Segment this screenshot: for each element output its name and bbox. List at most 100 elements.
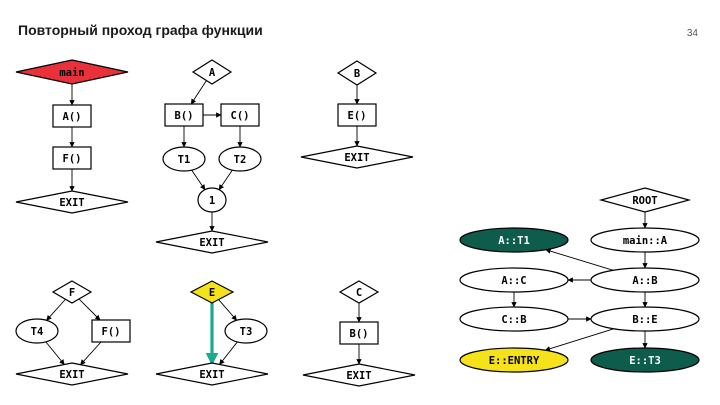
slide-number: 34 (686, 28, 698, 39)
node-a_T1: T1 (162, 146, 206, 172)
node-label: A (209, 67, 216, 79)
node-shape-ellipse (590, 267, 700, 293)
node-shape-ellipse (590, 306, 700, 332)
node-label: E (209, 287, 215, 299)
node-shape-diamond (300, 145, 414, 169)
node-label: 1 (209, 195, 215, 207)
node-a_B: B() (164, 103, 204, 127)
node-label: EXIT (199, 369, 224, 381)
node-label: EXIT (59, 197, 84, 209)
node-shape-ellipse (224, 318, 268, 344)
node-shape-circle (197, 187, 227, 213)
node-f_F2: F() (91, 319, 131, 343)
node-f_exit: EXIT (15, 362, 129, 386)
node-c_B: B() (339, 321, 379, 345)
node-label: F() (102, 326, 121, 338)
edge-e_E-to-e_T3 (218, 299, 237, 321)
node-f_F: F (51, 280, 93, 304)
node-shape-rect (91, 319, 131, 343)
node-shape-ellipse (162, 146, 206, 172)
node-label: EXIT (346, 370, 371, 382)
node-label: T4 (31, 326, 44, 338)
node-label: B::E (632, 314, 657, 326)
node-a_C: C() (220, 103, 260, 127)
edge-f_F2-to-f_exit (80, 341, 102, 366)
node-shape-rect (220, 103, 260, 127)
node-e_T3: T3 (224, 318, 268, 344)
edge-a_A-to-a_B (190, 80, 207, 105)
node-label: B (354, 68, 360, 80)
node-b_B: B (336, 60, 378, 86)
node-t_AC: A::C (459, 267, 569, 293)
node-shape-diamond (189, 280, 235, 304)
edge-f_F-to-f_T4 (46, 298, 66, 321)
node-m_A: A() (52, 104, 92, 128)
node-label: C (356, 287, 362, 299)
node-shape-rect (52, 104, 92, 128)
edge-t_AB-to-t_AT1 (545, 248, 614, 271)
edge-a_T2-to-a_1 (218, 169, 233, 191)
node-c_exit: EXIT (302, 363, 416, 387)
node-shape-diamond (15, 190, 129, 214)
node-label: T1 (178, 154, 191, 166)
node-b_E: E() (337, 103, 377, 127)
node-label: A::B (632, 275, 657, 287)
node-t_CB: C::B (459, 306, 569, 332)
node-shape-diamond (598, 187, 692, 213)
node-shape-ellipse (459, 347, 569, 373)
node-label: A() (63, 111, 82, 123)
node-shape-diamond (51, 280, 93, 304)
node-t_ET3: E::T3 (590, 347, 700, 373)
node-label: EXIT (199, 237, 224, 249)
node-label: B() (175, 110, 194, 122)
node-shape-rect (164, 103, 204, 127)
edge-a_T1-to-a_1 (191, 169, 206, 191)
node-label: T3 (240, 326, 253, 338)
slide-title: Повторный проход графа функции (18, 22, 263, 38)
node-b_exit: EXIT (300, 145, 414, 169)
node-m_main: main (15, 59, 129, 85)
node-label: F (69, 287, 75, 299)
node-t_root: ROOT (598, 187, 692, 213)
node-shape-diamond (155, 230, 269, 254)
node-shape-ellipse (459, 306, 569, 332)
node-shape-diamond (302, 363, 416, 387)
node-t_AT1: A::T1 (459, 227, 569, 253)
node-e_E: E (189, 280, 235, 304)
edge-f_F-to-f_F2 (78, 298, 101, 321)
node-shape-ellipse (15, 318, 59, 344)
edge-e_T3-to-e_exit (219, 341, 238, 365)
node-shape-rect (337, 103, 377, 127)
node-shape-diamond (338, 280, 380, 304)
node-label: main (59, 67, 84, 79)
node-shape-ellipse (459, 227, 569, 253)
node-label: E::T3 (629, 355, 661, 367)
node-label: E() (348, 110, 367, 122)
node-label: EXIT (59, 369, 84, 381)
node-shape-ellipse (590, 347, 700, 373)
node-label: C::B (501, 314, 526, 326)
node-f_T4: T4 (15, 318, 59, 344)
node-a_A: A (191, 59, 233, 85)
node-t_AB: A::B (590, 267, 700, 293)
node-a_T2: T2 (218, 146, 262, 172)
node-label: A::C (501, 275, 526, 287)
node-shape-diamond (155, 362, 269, 386)
node-label: B() (350, 328, 369, 340)
node-e_exit: EXIT (155, 362, 269, 386)
node-t_mainA: main::A (590, 227, 700, 253)
node-a_1: 1 (197, 187, 227, 213)
node-shape-rect (52, 146, 92, 170)
node-c_C: C (338, 280, 380, 304)
edge-t_BE-to-t_EENTRY (544, 328, 614, 352)
node-t_EENTRY: E::ENTRY (459, 347, 569, 373)
node-label: C() (231, 110, 250, 122)
node-label: F() (63, 153, 82, 165)
node-label: EXIT (344, 152, 369, 164)
node-shape-diamond (15, 59, 129, 85)
node-label: T2 (234, 154, 247, 166)
node-shape-diamond (15, 362, 129, 386)
node-a_exit: EXIT (155, 230, 269, 254)
node-label: E::ENTRY (489, 355, 540, 367)
